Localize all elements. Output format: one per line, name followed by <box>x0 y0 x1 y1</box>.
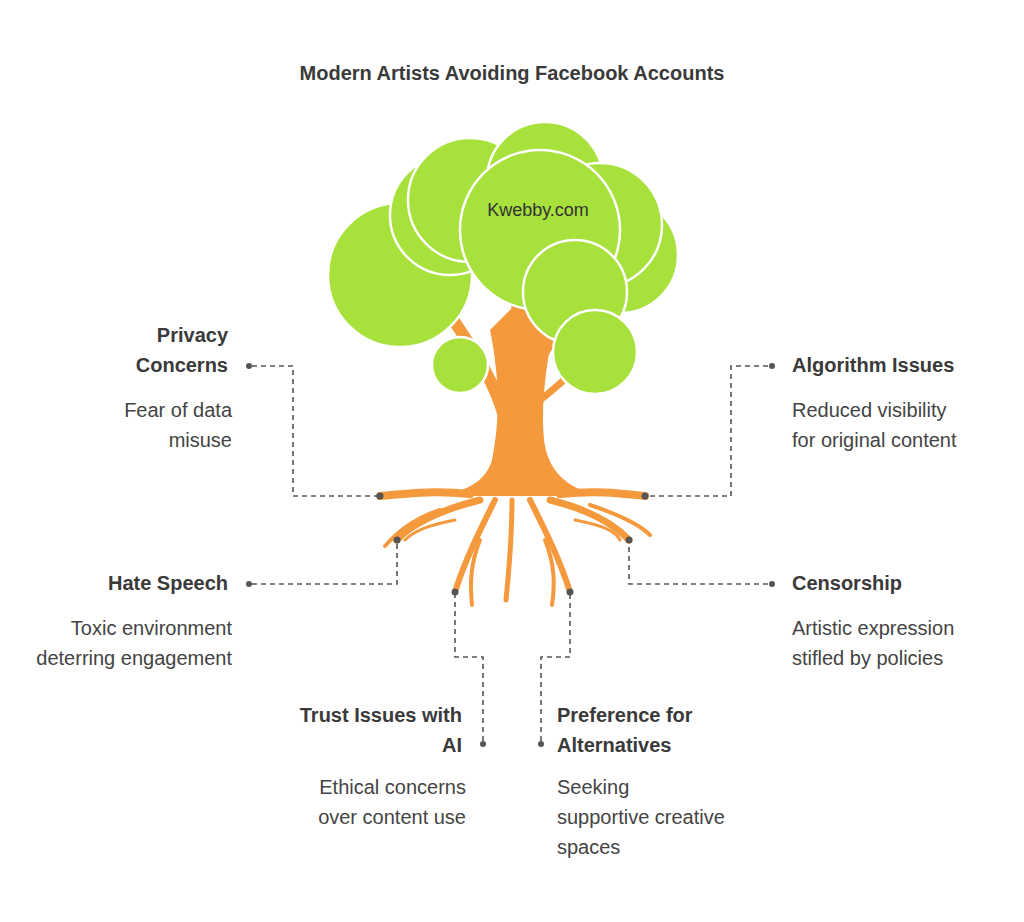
tree-roots <box>380 492 650 605</box>
callout-heading: Algorithm Issues <box>792 350 1002 380</box>
callout-heading: Trust Issues with AI <box>284 700 462 760</box>
callout-text: Ethical concerns over content use <box>276 772 466 832</box>
callout-text: Reduced visibility for original content <box>792 395 974 455</box>
watermark: Kwebby.com <box>458 195 618 225</box>
diagram-title: Modern Artists Avoiding Facebook Account… <box>162 58 862 88</box>
leader-lines <box>252 366 768 741</box>
callout-heading: Privacy Concerns <box>78 320 228 380</box>
callout-heading: Hate Speech <box>28 568 228 598</box>
callout-text: Toxic environment deterring engagement <box>32 613 232 673</box>
leader-dots <box>246 363 775 747</box>
callout-heading: Preference for Alternatives <box>557 700 722 760</box>
callout-text: Seeking supportive creative spaces <box>557 772 727 862</box>
callout-heading: Censorship <box>792 568 992 598</box>
tree-canopy <box>328 122 678 394</box>
callout-text: Artistic expression stifled by policies <box>792 613 977 673</box>
callout-text: Fear of data misuse <box>87 395 232 455</box>
